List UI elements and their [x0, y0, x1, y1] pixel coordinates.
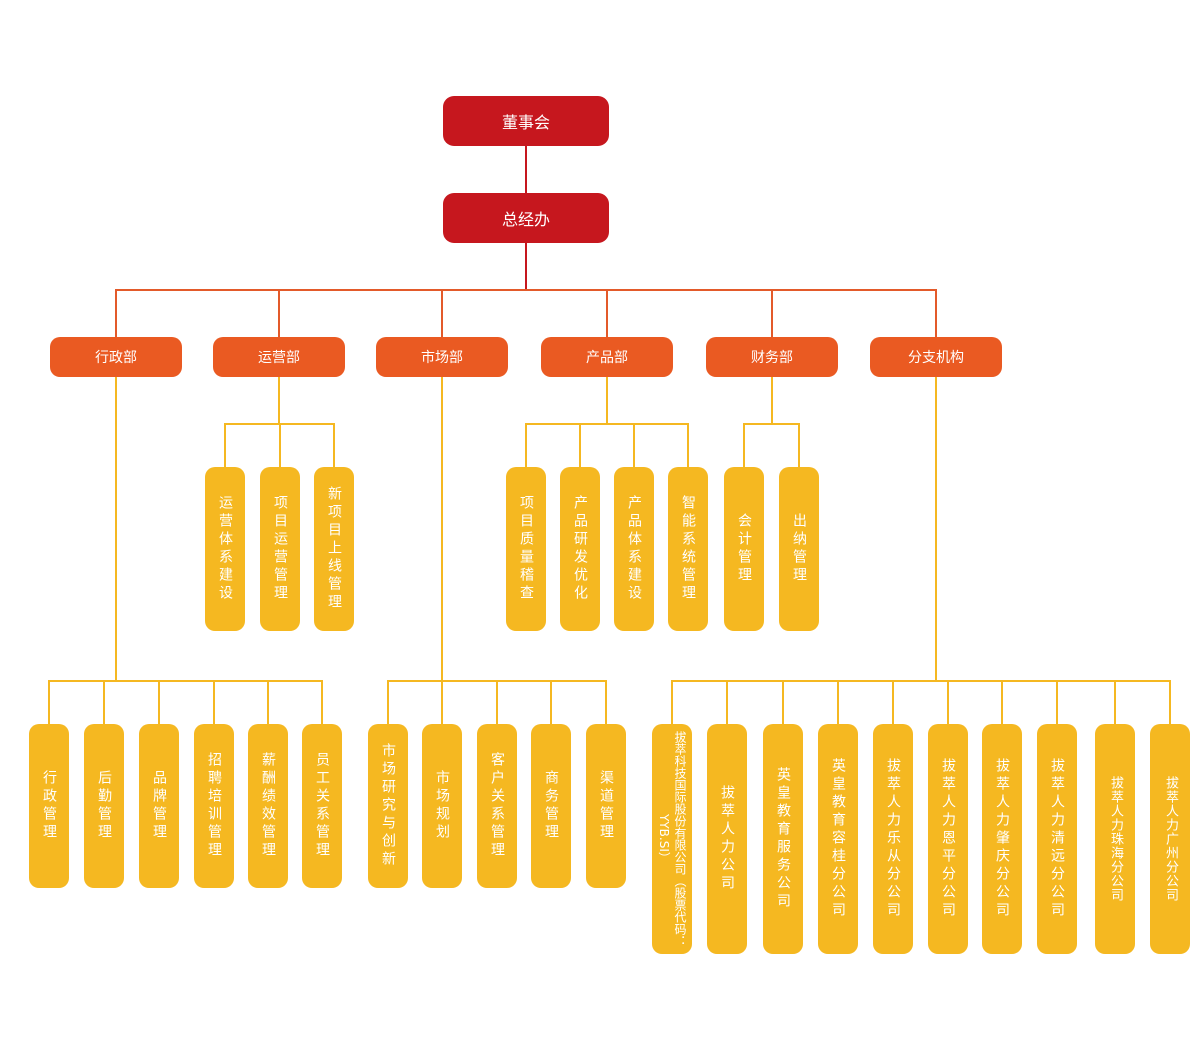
general-office-node: 总经办: [443, 193, 609, 243]
leaf-admin-relations: 员工关系管理: [302, 724, 342, 888]
leaf-admin-pay: 薪酬绩效管理: [248, 724, 288, 888]
leaf-finance-accounting: 会计管理: [724, 467, 764, 631]
leaf-branch-hr: 拔萃人力公司: [707, 724, 747, 954]
leaf-admin-recruit: 招聘培训管理: [194, 724, 234, 888]
leaf-branch-zhuhai: 拔萃人力珠海分公司: [1095, 724, 1135, 954]
leaf-admin-logistics: 后勤管理: [84, 724, 124, 888]
leaf-branch-guangzhou: 拔萃人力广州分公司: [1150, 724, 1190, 954]
leaf-mkt-channel: 渠道管理: [586, 724, 626, 888]
leaf-product-smart: 智能系统管理: [668, 467, 708, 631]
leaf-mkt-planning: 市场规划: [422, 724, 462, 888]
dept-finance: 财务部: [706, 337, 838, 377]
leaf-mkt-crm: 客户关系管理: [477, 724, 517, 888]
dept-branches: 分支机构: [870, 337, 1002, 377]
leaf-branch-ronggui: 英皇教育容桂分公司: [818, 724, 858, 954]
board-node: 董事会: [443, 96, 609, 146]
leaf-branch-enping: 拔萃人力恩平分公司: [928, 724, 968, 954]
leaf-ops-system: 运营体系建设: [205, 467, 245, 631]
leaf-admin-admin: 行政管理: [29, 724, 69, 888]
leaf-product-system: 产品体系建设: [614, 467, 654, 631]
leaf-ops-launch: 新项目上线管理: [314, 467, 354, 631]
leaf-branch-zhaoqing: 拔萃人力肇庆分公司: [982, 724, 1022, 954]
dept-admin: 行政部: [50, 337, 182, 377]
leaf-branch-qingyuan: 拔萃人力清远分公司: [1037, 724, 1077, 954]
dept-product: 产品部: [541, 337, 673, 377]
dept-marketing: 市场部: [376, 337, 508, 377]
leaf-mkt-business: 商务管理: [531, 724, 571, 888]
leaf-product-quality: 项目质量稽查: [506, 467, 546, 631]
leaf-admin-brand: 品牌管理: [139, 724, 179, 888]
leaf-product-rnd: 产品研发优化: [560, 467, 600, 631]
leaf-ops-project: 项目运营管理: [260, 467, 300, 631]
leaf-finance-cashier: 出纳管理: [779, 467, 819, 631]
leaf-branch-lecong: 拔萃人力乐从分公司: [873, 724, 913, 954]
leaf-branch-listed: 拔萃科技国际股份有限公司（股票代码：YYB.SI）: [652, 724, 692, 954]
dept-operations: 运营部: [213, 337, 345, 377]
leaf-mkt-research: 市场研究与创新: [368, 724, 408, 888]
leaf-branch-edu: 英皇教育服务公司: [763, 724, 803, 954]
